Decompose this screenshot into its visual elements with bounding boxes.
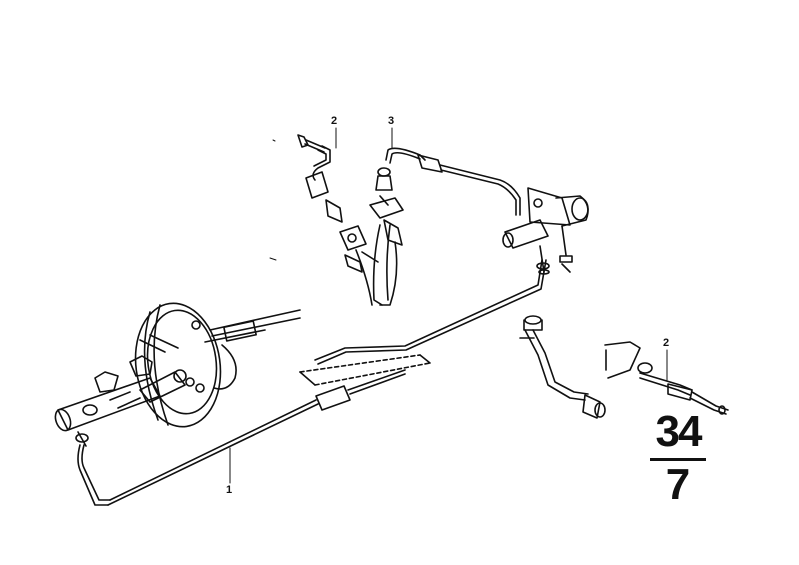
sheet-number: 34 7 xyxy=(648,410,708,507)
brake-hose-upper xyxy=(297,134,379,306)
callout-brake-hose-center: 3 xyxy=(388,115,395,127)
brake-hose-right xyxy=(519,315,606,419)
master-cylinder xyxy=(54,355,195,432)
brake-booster xyxy=(134,302,301,428)
callout-brake-line-main: 1 xyxy=(226,484,233,496)
sheet-group-number: 34 xyxy=(655,407,703,456)
callout-brake-hose-upper: 2 xyxy=(331,115,338,127)
brake-line-main xyxy=(75,259,547,506)
sheet-fraction-bar xyxy=(650,458,706,461)
sheet-figure-number: 7 xyxy=(665,460,691,509)
brake-hose-rear xyxy=(604,341,729,415)
brake-hose-center xyxy=(369,147,521,306)
leader-lines xyxy=(229,127,668,484)
distributor-block xyxy=(502,187,589,275)
callout-brake-hose-rear: 2 xyxy=(663,337,670,349)
